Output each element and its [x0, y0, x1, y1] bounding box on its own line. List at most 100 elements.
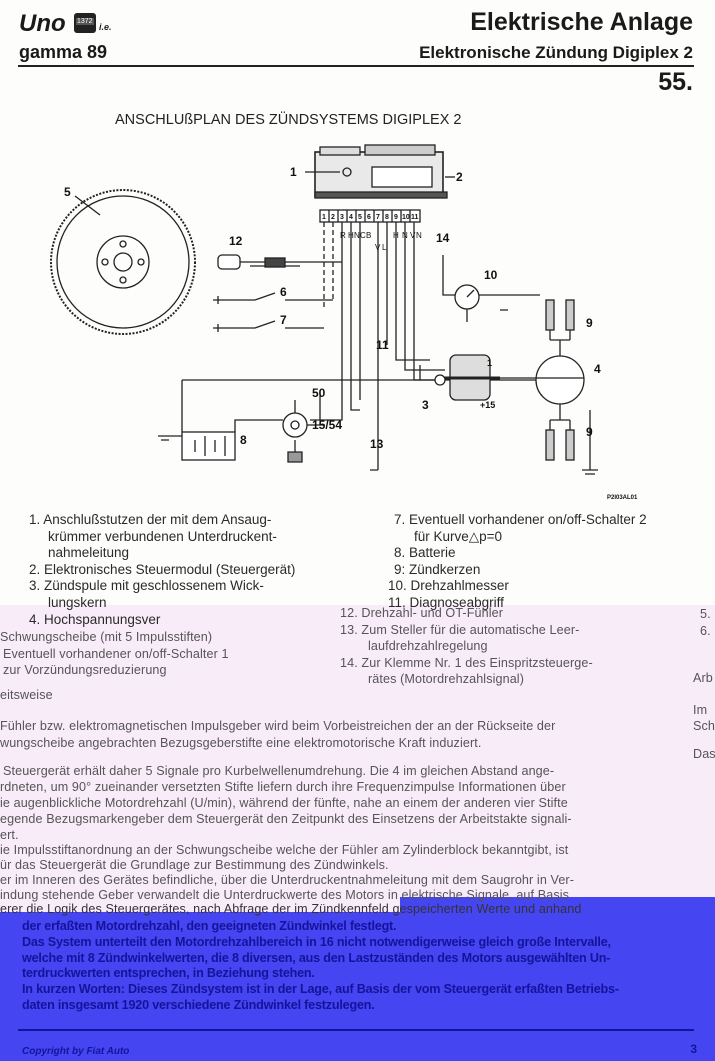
- legend-item: 1. Anschlußstutzen der mit dem Ansaug-: [29, 512, 272, 527]
- paragraph-line: rdneten, um 90° zueinander versetzten St…: [0, 780, 566, 794]
- section-title: Elektrische Anlage: [470, 8, 693, 36]
- paragraph-line: Steuergerät erhält daher 5 Signale pro K…: [3, 764, 555, 778]
- legend-item: 11. Diagnoseabgriff: [388, 594, 504, 610]
- paragraph-line: er im Inneren des Gerätes befindliche, ü…: [0, 873, 575, 887]
- label-15-54: 15/54: [312, 418, 342, 432]
- paragraph-line: erer die Logik des Steuergerätes, nach A…: [0, 902, 582, 916]
- label-1: 1: [290, 165, 297, 179]
- overlay-line: rätes (Motordrehzahlsignal): [368, 672, 524, 686]
- battery: [181, 431, 236, 461]
- wire-code: H: [348, 231, 354, 240]
- wire-code: R: [340, 231, 346, 240]
- wiring-diagram: 5 1 2 12 6 7 14 10 9 9 4 11 3 +15 1 50 1…: [50, 144, 638, 501]
- paragraph-line: ie augenblickliche Motordrehzahl (U/min)…: [0, 796, 568, 810]
- legend-right: 7. Eventuell vorhandener on/off-Schalter…: [388, 512, 647, 611]
- pink-overlay-region: [0, 605, 715, 912]
- legend-line: nahmeleitung: [48, 545, 130, 560]
- edge-fragment: Im: [693, 703, 708, 717]
- legend-line: lungskern: [48, 594, 107, 610]
- edge-fragment: Das: [693, 747, 715, 761]
- wire-code: B: [366, 231, 371, 240]
- model-name: Uno: [19, 10, 66, 37]
- model-range: gamma 89: [19, 42, 108, 62]
- paragraph-line: Fühler bzw. elektromagnetischen Impulsge…: [0, 719, 556, 733]
- blue-text-line: daten insgesamt 1920 verschiedene Zündwi…: [22, 997, 375, 1012]
- label-11: 11: [376, 338, 389, 352]
- legend-line: für Kurve△p=0: [414, 528, 503, 544]
- pin-10: 10: [402, 214, 410, 221]
- switch-7: [225, 320, 324, 329]
- edge-fragment: Arb: [693, 671, 713, 685]
- label-13: 13: [370, 437, 384, 451]
- ignition-switch: [282, 412, 308, 438]
- label-9-bottom: 9: [586, 425, 593, 439]
- label-7: 7: [280, 313, 287, 327]
- rpm-sensor: [217, 254, 241, 270]
- wire-code: C: [360, 231, 366, 240]
- legend-item: 10. Drehzahlmesser: [388, 578, 509, 593]
- wire-code: N: [416, 231, 422, 240]
- flywheel: [50, 189, 196, 335]
- pin-4: 4: [349, 214, 353, 221]
- wire-code: N: [354, 231, 360, 240]
- pin-11: 11: [411, 214, 419, 221]
- overlay-item: 12. Drehzahl- und OT-Fühler: [340, 606, 504, 620]
- engine-badge: 1372: [76, 18, 94, 25]
- legend-item: 3. Zündspule mit geschlossenem Wick-: [29, 578, 264, 593]
- label-10: 10: [484, 268, 498, 282]
- chapter-number: 55.: [658, 68, 693, 96]
- label-coil-1: 1: [487, 358, 492, 368]
- key-icon: [287, 440, 303, 463]
- paragraph-line: indung stehende Geber verwandelt die Unt…: [0, 888, 570, 902]
- blue-text-line: der erfaßten Motordrehzahl, den geeignet…: [22, 919, 397, 933]
- paragraph-line: wungscheibe angebrachten Bezugsgeberstif…: [0, 736, 482, 750]
- diagram-code: P2I03AL01: [607, 495, 638, 501]
- header-rule: [18, 65, 694, 67]
- wire-code: V: [375, 243, 381, 252]
- section-subtitle: Elektronische Zündung Digiplex 2: [419, 43, 693, 62]
- ecu-unit: [314, 144, 448, 199]
- wire-code: N: [402, 231, 408, 240]
- paragraph-line: egende Bezugsmarkengeber dem Steuergerät…: [0, 812, 572, 826]
- legend-item: 2. Elektronisches Steuermodul (Steuerger…: [29, 561, 296, 577]
- engine-icon: 1372: [74, 13, 96, 33]
- edge-fragments: 5.6.: [700, 607, 711, 638]
- legend-item: 8. Batterie: [394, 545, 456, 560]
- diagram-title: ANSCHLUßPLAN DES ZÜNDSYSTEMS DIGIPLEX 2: [115, 112, 462, 128]
- blue-text-line: In kurzen Worten: Dieses Zündsystem ist …: [22, 982, 619, 997]
- wire-code: V: [410, 231, 416, 240]
- label-50: 50: [312, 386, 326, 400]
- overlay-line: laufdrehzahlregelung: [368, 639, 488, 653]
- paragraph-line: ie Impulsstiftanordnung an der Schwungsc…: [0, 843, 569, 857]
- paragraph-line: ert.: [0, 828, 19, 842]
- paragraph-line: ür das Steuergerät die Grundlage zur Bes…: [0, 858, 389, 872]
- blue-text-block: der erfaßten Motordrehzahl, den geeignet…: [22, 919, 619, 1014]
- blue-text-line: welche mit 8 Zündwinkelwerten, die 8 div…: [22, 950, 611, 965]
- distributor: [500, 330, 585, 430]
- ignition-coil: [434, 354, 500, 401]
- pin-9: 9: [394, 214, 398, 221]
- pin-7: 7: [376, 214, 380, 221]
- legend-left: 1. Anschlußstutzen der mit dem Ansaug- k…: [29, 512, 295, 611]
- wire-code: H: [393, 231, 399, 240]
- overlay-line: Eventuell vorhandener on/off-Schalter 1: [3, 646, 229, 661]
- label-3: 3: [422, 398, 429, 412]
- blue-overlay-region: [0, 912, 715, 1061]
- label-6: 6: [280, 285, 287, 299]
- label-4: 4: [594, 362, 601, 376]
- label-8: 8: [240, 433, 247, 447]
- footer-rule: [18, 1029, 694, 1031]
- legend-item-4: 4. Hochspannungsver: [29, 612, 161, 627]
- blue-text-line: terdruckwerten entsprechen, in Beziehung…: [22, 966, 315, 981]
- copyright: Copyright by Fiat Auto: [22, 1046, 130, 1057]
- pin-5: 5: [358, 214, 362, 221]
- overlay-item: 13. Zum Steller für die automatische Lee…: [340, 622, 580, 637]
- page-number: 3: [690, 1042, 697, 1056]
- section-heading: eitsweise: [0, 688, 53, 702]
- pin-8: 8: [385, 214, 389, 221]
- label-14: 14: [436, 231, 450, 245]
- label-5: 5: [64, 185, 71, 199]
- legend-item: 7. Eventuell vorhandener on/off-Schalter…: [394, 512, 647, 527]
- legend-line: krümmer verbundenen Unterdruckent-: [48, 528, 277, 544]
